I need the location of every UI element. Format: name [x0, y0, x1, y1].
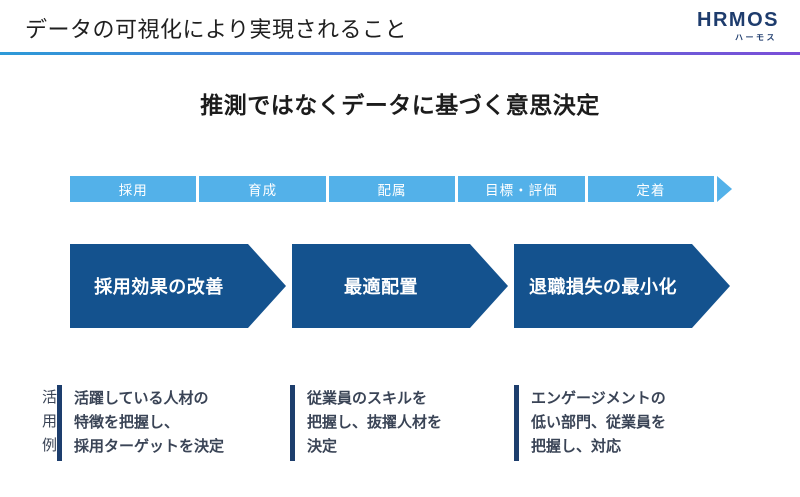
example-line: 把握し、抜擢人材を — [307, 414, 443, 431]
outcome-arrow-placement: 最適配置 — [292, 244, 508, 328]
example-block-placement: 従業員のスキルを 把握し、抜擢人材を 決定 — [290, 385, 442, 461]
example-line: エンゲージメントの — [531, 390, 666, 407]
gradient-divider — [0, 52, 800, 55]
main-heading: 推測ではなくデータに基づく意思決定 — [200, 92, 600, 118]
example-line: 低い部門、従業員を — [531, 414, 667, 431]
example-block-recruiting: 活躍している人材の 特徴を把握し、 採用ターゲットを決定 — [57, 385, 224, 461]
hr-process-stage-bar: 採用 育成 配属 目標・評価 定着 — [70, 176, 733, 202]
hrmos-logo-text: HRMOS — [697, 9, 779, 31]
example-block-turnover: エンゲージメントの 低い部門、従業員を 把握し、対応 — [514, 385, 666, 461]
hrmos-logo-subtext: ハーモス — [735, 33, 777, 42]
examples-vertical-label: 活用例 — [40, 389, 57, 461]
outcome-arrow-turnover: 退職損失の最小化 — [514, 244, 730, 328]
stage-goal-evaluation: 目標・評価 — [458, 176, 585, 202]
stage-bar-arrow-tip-icon — [717, 176, 733, 202]
stage-assignment: 配属 — [328, 176, 456, 202]
page-title: データの可視化により実現されること — [25, 17, 408, 42]
stage-recruiting: 採用 — [70, 176, 197, 202]
example-line: 特徴を把握し、 — [74, 414, 180, 431]
example-line: 採用ターゲットを決定 — [74, 438, 225, 455]
hrmos-logo: HRMOS ハーモス — [697, 10, 779, 43]
example-line: 把握し、対応 — [531, 438, 622, 455]
example-line: 決定 — [307, 438, 338, 455]
example-line: 従業員のスキルを — [307, 390, 428, 407]
stage-retention: 定着 — [587, 176, 715, 202]
example-line: 活躍している人材の — [74, 390, 209, 407]
outcome-arrow-recruiting: 採用効果の改善 — [70, 244, 286, 328]
stage-development: 育成 — [199, 176, 326, 202]
